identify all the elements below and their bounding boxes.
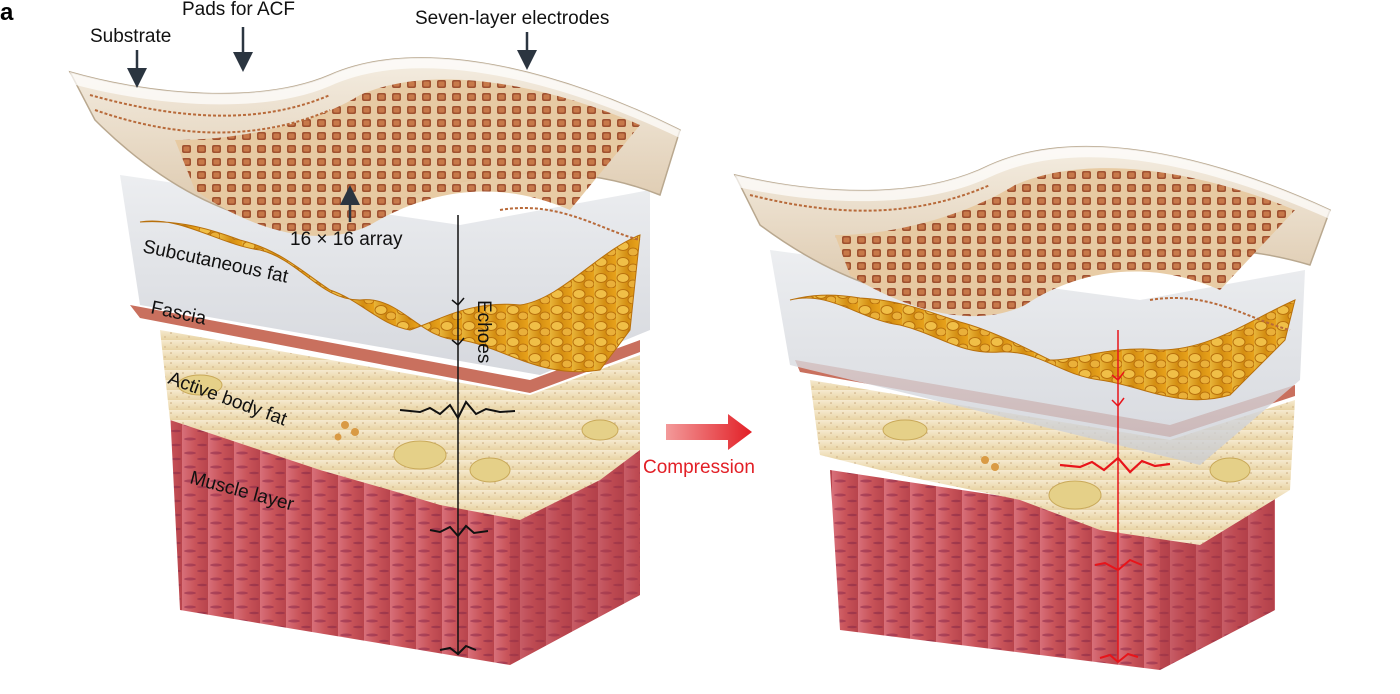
panel-letter: a — [0, 0, 14, 26]
label-echoes: Echoes — [473, 300, 494, 363]
left-tissue-stack — [68, 57, 684, 665]
right-electrode-array — [835, 168, 1295, 317]
right-tissue-stack — [733, 145, 1332, 670]
annotation-arrows — [127, 27, 537, 222]
label-pads-for-acf: Pads for ACF — [182, 0, 295, 20]
right-active-fat-layer — [810, 380, 1295, 545]
compression-arrow — [666, 414, 752, 450]
label-array: 16 × 16 array — [290, 229, 403, 250]
label-seven-layer-electrodes: Seven-layer electrodes — [415, 8, 609, 29]
left-active-fat-layer — [160, 330, 640, 520]
label-substrate: Substrate — [90, 26, 171, 47]
left-echo-trace — [399, 215, 516, 656]
left-electrode-array — [175, 79, 640, 237]
right-echo-trace — [1059, 330, 1171, 664]
label-compression: Compression — [643, 457, 755, 478]
